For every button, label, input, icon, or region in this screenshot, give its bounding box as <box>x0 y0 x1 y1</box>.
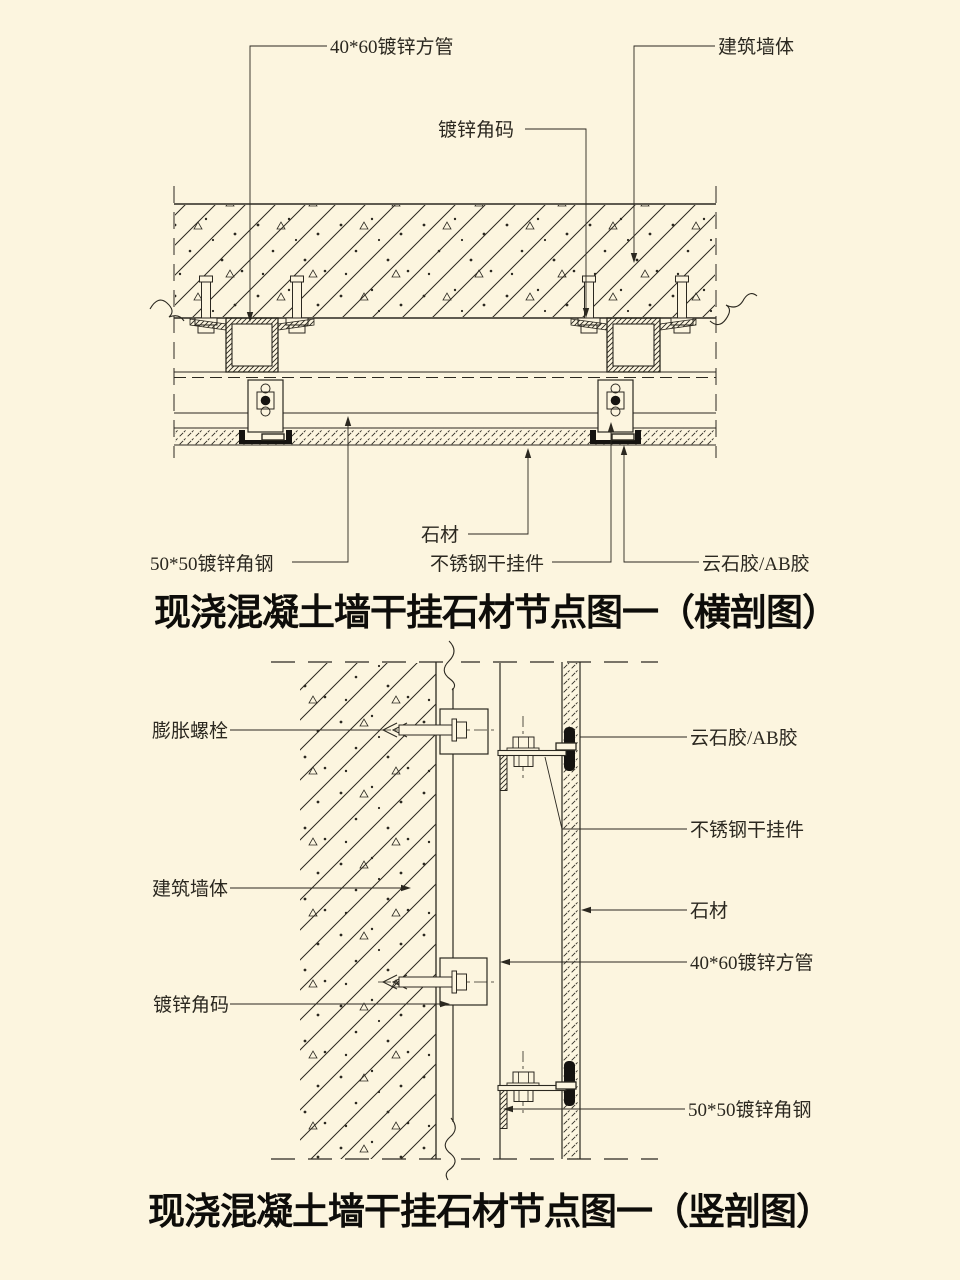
callout-square-tube: 40*60镀锌方管 <box>246 36 454 322</box>
hanger-assembly-upper <box>497 716 577 791</box>
callout-building-wall: 建筑墙体 <box>630 36 794 263</box>
label-angle-steel: 50*50镀锌角钢 <box>150 553 274 575</box>
hanger-pin <box>555 1081 577 1090</box>
title-horizontal-section: 现浇混凝土墙干挂石材节点图一（横剖图） <box>154 592 838 633</box>
callout-stone: 石材 <box>421 448 532 546</box>
arrowhead <box>440 1000 450 1008</box>
label-stone: 石材 <box>421 524 459 546</box>
arrowhead <box>401 884 411 892</box>
callout-building-wall: 建筑墙体 <box>152 878 411 900</box>
label-square-tube: 40*60镀锌方管 <box>690 952 814 974</box>
top-diagram-callouts: 40*60镀锌方管 建筑墙体 镀锌角码 石材 50*50镀锌角钢 不锈钢干挂件 <box>150 36 810 575</box>
callout-expansion-bolt: 膨胀螺栓 <box>152 720 381 742</box>
label-angle-code: 镀锌角码 <box>438 119 514 141</box>
arrowhead <box>607 422 615 432</box>
arrowhead <box>582 308 590 318</box>
arrowhead <box>620 445 628 455</box>
break-line-right <box>709 293 758 326</box>
hanger-pin <box>555 742 577 751</box>
arrowhead <box>344 416 352 426</box>
square-tube-assembly-right <box>570 317 697 373</box>
label-angle-code: 镀锌角码 <box>153 994 229 1016</box>
callout-angle-code: 镀锌角码 <box>153 994 450 1016</box>
label-square-tube: 40*60镀锌方管 <box>330 36 454 58</box>
angle-leg <box>499 755 508 791</box>
callout-stainless-hanger: 不锈钢干挂件 <box>544 756 804 841</box>
bottom-diagram-callouts: 膨胀螺栓 建筑墙体 镀锌角码 云石胶/AB胶 不锈钢干挂件 石材 40*60镀锌… <box>152 720 814 1121</box>
callout-stone: 石材 <box>581 900 728 922</box>
label-building-wall: 建筑墙体 <box>718 36 794 58</box>
title-vertical-section: 现浇混凝土墙干挂石材节点图一（竖剖图） <box>148 1191 832 1232</box>
callout-square-tube: 40*60镀锌方管 <box>500 952 814 974</box>
arrowhead <box>246 312 254 322</box>
label-marble-glue: 云石胶/AB胶 <box>690 727 798 749</box>
hanger-plate <box>497 749 567 757</box>
arrowhead <box>630 253 638 263</box>
label-angle-steel: 50*50镀锌角钢 <box>688 1099 812 1121</box>
stainless-hanger-clip-right <box>597 379 635 441</box>
arrowhead <box>500 958 510 966</box>
label-marble-glue: 云石胶/AB胶 <box>702 553 810 575</box>
label-stainless-hanger: 不锈钢干挂件 <box>430 553 544 575</box>
arrowhead <box>503 1105 513 1113</box>
break-line-left <box>149 299 185 322</box>
label-stone: 石材 <box>690 900 728 922</box>
label-stainless-hanger: 不锈钢干挂件 <box>690 819 804 841</box>
callout-angle-steel: 50*50镀锌角钢 <box>150 416 352 575</box>
square-tube-assembly-left <box>189 317 315 373</box>
stainless-hanger-clip-left <box>247 379 285 441</box>
break-line-bottom <box>444 1117 456 1181</box>
hanger-assembly-lower <box>497 1051 577 1129</box>
callout-angle-code: 镀锌角码 <box>438 119 590 318</box>
angle-code-upper <box>378 708 497 755</box>
callout-angle-steel: 50*50镀锌角钢 <box>503 1099 812 1121</box>
concrete-wall-section <box>300 662 437 1159</box>
arrowhead <box>524 448 532 458</box>
callout-marble-glue: 云石胶/AB胶 <box>620 445 810 575</box>
callout-stainless-hanger: 不锈钢干挂件 <box>430 422 615 575</box>
callout-marble-glue: 云石胶/AB胶 <box>580 727 798 749</box>
concrete-wall-section <box>174 203 716 319</box>
arrowhead <box>581 906 591 914</box>
angle-code-middle <box>378 957 497 1006</box>
break-line-top <box>443 640 456 691</box>
bottom-diagram-vertical-section <box>271 640 658 1181</box>
label-expansion-bolt: 膨胀螺栓 <box>152 720 228 742</box>
label-building-wall: 建筑墙体 <box>152 878 228 900</box>
top-diagram-horizontal-section <box>149 186 758 458</box>
